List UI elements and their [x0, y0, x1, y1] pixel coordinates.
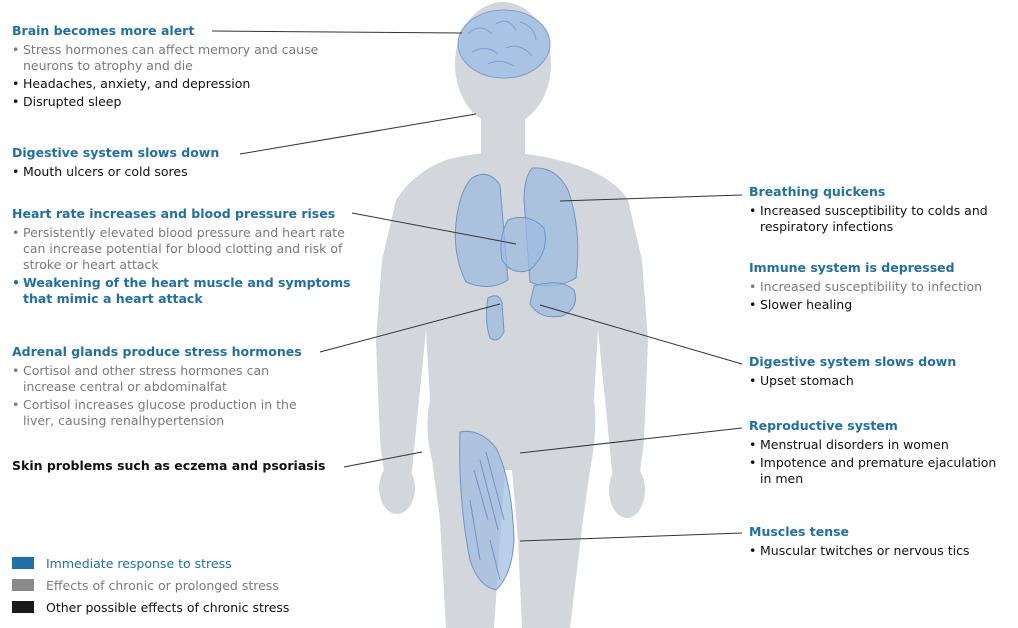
legend-label-immediate: Immediate response to stress [46, 556, 232, 571]
digestive-left-item-1: Mouth ulcers or cold sores [12, 164, 332, 180]
brain-heading: Brain becomes more alert [12, 23, 332, 39]
brain-annotation: Brain becomes more alert Stress hormones… [12, 23, 332, 112]
legend-swatch-chronic [12, 579, 34, 591]
breathing-heading: Breathing quickens [749, 184, 1011, 200]
legend-swatch-other [12, 601, 34, 613]
immune-item-1: Increased susceptibility to infection [749, 279, 1011, 295]
digestive-right-item-1: Upset stomach [749, 373, 1011, 389]
heart-annotation: Heart rate increases and blood pressure … [12, 206, 354, 309]
heart-item-1: Persistently elevated blood pressure and… [12, 225, 354, 273]
legend-label-other: Other possible effects of chronic stress [46, 600, 289, 615]
immune-heading: Immune system is depressed [749, 260, 1011, 276]
digestive-right-heading: Digestive system slows down [749, 354, 1011, 370]
immune-item-2: Slower healing [749, 297, 1011, 313]
heart-heading: Heart rate increases and blood pressure … [12, 206, 354, 222]
legend-immediate: Immediate response to stress [12, 552, 289, 574]
legend-other: Other possible effects of chronic stress [12, 596, 289, 618]
brain-item-1: Stress hormones can affect memory and ca… [12, 42, 332, 74]
adrenal-annotation: Adrenal glands produce stress hormones C… [12, 344, 324, 431]
reproductive-annotation: Reproductive system Menstrual disorders … [749, 418, 1011, 489]
brain-organ [458, 10, 550, 78]
reproductive-heading: Reproductive system [749, 418, 1011, 434]
brain-item-2: Headaches, anxiety, and depression [12, 76, 332, 92]
legend-swatch-immediate [12, 557, 34, 569]
adrenal-item-2: Cortisol increases glucose production in… [12, 397, 324, 429]
reproductive-item-1: Menstrual disorders in women [749, 437, 1011, 453]
muscles-annotation: Muscles tense Muscular twitches or nervo… [749, 524, 1011, 561]
skin-annotation: Skin problems such as eczema and psorias… [12, 458, 325, 473]
brain-item-3: Disrupted sleep [12, 94, 332, 110]
legend-label-chronic: Effects of chronic or prolonged stress [46, 578, 279, 593]
heart-item-2: Weakening of the heart muscle and sympto… [12, 275, 354, 307]
muscles-heading: Muscles tense [749, 524, 1011, 540]
breathing-item-1: Increased susceptibility to colds and re… [749, 203, 1011, 235]
adrenal-item-1: Cortisol and other stress hormones can i… [12, 363, 324, 395]
adrenal-heading: Adrenal glands produce stress hormones [12, 344, 324, 360]
immune-annotation: Immune system is depressed Increased sus… [749, 260, 1011, 315]
breathing-annotation: Breathing quickens Increased susceptibil… [749, 184, 1011, 237]
digestive-right-annotation: Digestive system slows down Upset stomac… [749, 354, 1011, 391]
digestive-left-heading: Digestive system slows down [12, 145, 332, 161]
legend-chronic: Effects of chronic or prolonged stress [12, 574, 289, 596]
legend: Immediate response to stress Effects of … [12, 552, 289, 618]
digestive-left-annotation: Digestive system slows down Mouth ulcers… [12, 145, 332, 182]
muscles-item-1: Muscular twitches or nervous tics [749, 543, 1011, 559]
reproductive-item-2: Impotence and premature ejaculation in m… [749, 455, 1011, 487]
